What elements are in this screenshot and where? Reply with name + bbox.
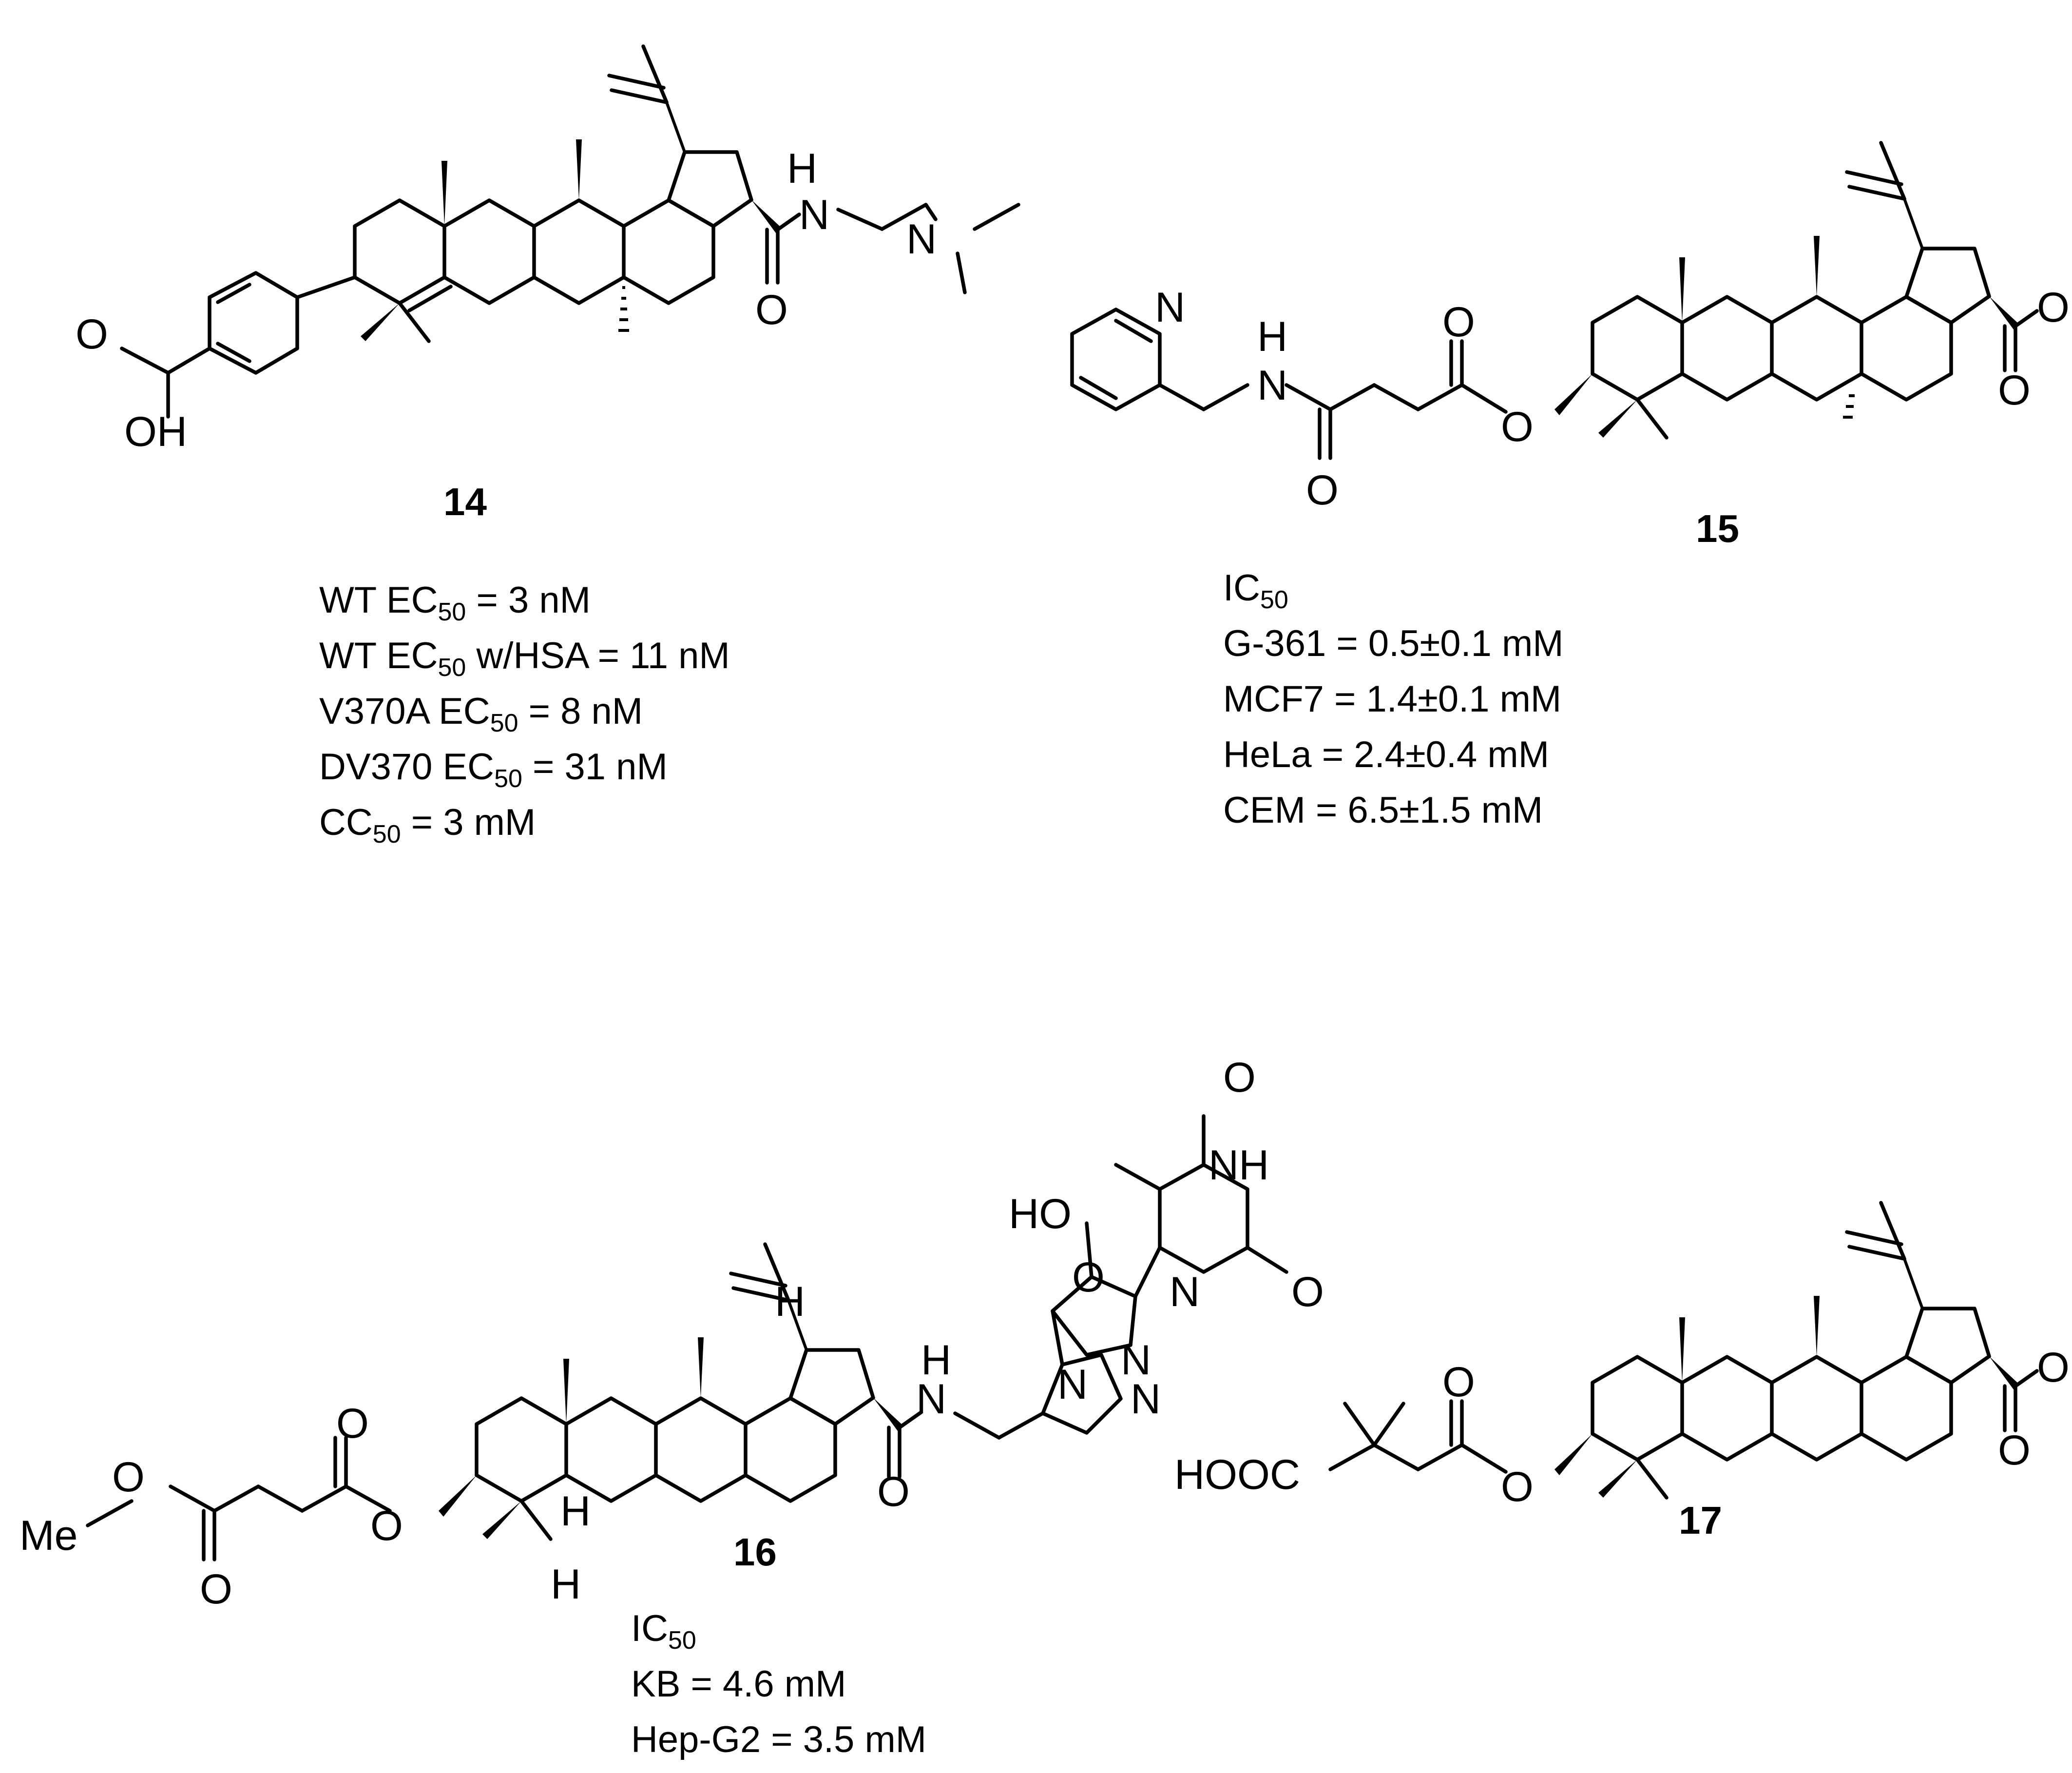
svg-text:O: O (1998, 367, 2031, 414)
svg-text:N: N (1121, 1337, 1151, 1384)
activity-text: w/HSA = 11 nM (466, 635, 730, 676)
activity-line: CEM = 6.5±1.5 mM (1223, 783, 1564, 838)
activity-line: HeLa = 2.4±0.4 mM (1223, 727, 1564, 783)
svg-text:O: O (200, 1566, 232, 1613)
svg-text:H: H (551, 1561, 581, 1608)
svg-text:N: N (1257, 362, 1287, 409)
activity-text: DV370 EC (319, 746, 495, 788)
svg-text:O: O (877, 1468, 910, 1515)
activity-line: Hep-G2 = 3.5 mM (631, 1712, 926, 1768)
activity-line: DV370 EC50 = 31 nM (319, 739, 730, 795)
svg-text:O: O (1442, 1359, 1475, 1406)
activity-text: = 31 nM (522, 746, 668, 788)
svg-text:H: H (1257, 313, 1287, 360)
compound-label-14: 14 (443, 480, 487, 523)
activity-line: WT EC50 = 3 nM (319, 573, 730, 628)
structure-17: OH O O O HOOC (1174, 1201, 2072, 1510)
svg-text:N: N (1155, 284, 1185, 331)
svg-text:N: N (1170, 1269, 1200, 1315)
activity-text: CC (319, 802, 373, 843)
svg-text:O: O (370, 1503, 403, 1549)
activity-text: G-361 = 0.5±0.1 mM (1223, 623, 1564, 664)
activity-text: HeLa = 2.4±0.4 mM (1223, 734, 1550, 775)
svg-text:N: N (1131, 1376, 1161, 1423)
activity-text: MCF7 = 1.4±0.1 mM (1223, 678, 1562, 720)
activity-line: IC50 (631, 1601, 926, 1657)
svg-text:O: O (76, 311, 108, 358)
activity-text: KB = 4.6 mM (631, 1663, 846, 1705)
activity-line: V370A EC50 = 8 nM (319, 684, 730, 739)
activity-subscript: 50 (372, 820, 401, 848)
svg-text:N: N (1057, 1361, 1088, 1408)
activity-text: Hep-G2 = 3.5 mM (631, 1719, 927, 1760)
svg-text:N: N (906, 216, 937, 263)
activity-text: IC (1223, 567, 1260, 609)
structure-16: O NH O N HO O N N N H N O H H H O O Me O… (19, 1054, 1324, 1613)
svg-text:O: O (112, 1454, 145, 1501)
activity-subscript: 50 (494, 765, 522, 793)
activity-line: WT EC50 w/HSA = 11 nM (319, 628, 730, 684)
svg-text:N: N (799, 192, 829, 238)
structure-14: N H N O O OH (76, 44, 1020, 455)
activity-subscript: 50 (668, 1626, 696, 1655)
activity-subscript: 50 (490, 709, 518, 737)
activity-text: V370A EC (319, 691, 490, 732)
svg-text:H: H (560, 1488, 591, 1535)
svg-text:O: O (1501, 404, 1534, 450)
activity-line: KB = 4.6 mM (631, 1657, 926, 1712)
svg-text:OH: OH (2037, 1344, 2072, 1391)
activity-line: IC50 (1223, 560, 1564, 616)
svg-text:O: O (1306, 467, 1339, 514)
svg-text:HOOC: HOOC (1174, 1451, 1300, 1498)
svg-text:OH: OH (2037, 284, 2072, 331)
svg-text:O: O (336, 1400, 369, 1447)
svg-text:H: H (775, 1278, 805, 1325)
structure-15: OH O O O O N H N (1070, 141, 2072, 514)
svg-text:O: O (1442, 299, 1475, 346)
svg-text:OH: OH (124, 408, 187, 455)
activity-subscript: 50 (438, 654, 466, 682)
activity-text: = 3 mM (401, 802, 536, 843)
compound-label-15: 15 (1696, 507, 1739, 550)
activity-text: CEM = 6.5±1.5 mM (1223, 790, 1543, 831)
activity-line: MCF7 = 1.4±0.1 mM (1223, 672, 1564, 727)
compound-label-17: 17 (1679, 1499, 1722, 1542)
svg-text:O: O (755, 287, 788, 333)
activity-line: CC50 = 3 mM (319, 795, 730, 850)
svg-text:HO: HO (1009, 1191, 1072, 1237)
activity-subscript: 50 (1260, 586, 1288, 614)
activity-text: WT EC (319, 579, 438, 621)
svg-text:O: O (1998, 1427, 2031, 1474)
svg-text:O: O (1072, 1254, 1105, 1301)
svg-text:H: H (787, 145, 817, 192)
activity-text: = 3 nM (466, 579, 591, 621)
svg-text:NH: NH (1209, 1142, 1269, 1189)
svg-text:Me: Me (19, 1512, 77, 1559)
svg-text:O: O (1223, 1054, 1256, 1101)
activity-text: IC (631, 1608, 668, 1649)
activity-subscript: 50 (438, 598, 466, 626)
compound-label-16: 16 (733, 1530, 777, 1574)
activity-text: = 8 nM (518, 691, 643, 732)
activity-line: G-361 = 0.5±0.1 mM (1223, 616, 1564, 672)
svg-text:N: N (916, 1376, 946, 1423)
svg-text:O: O (1501, 1464, 1534, 1510)
activity-data-16: IC50 KB = 4.6 mM Hep-G2 = 3.5 mM (631, 1601, 926, 1768)
activity-text: WT EC (319, 635, 438, 676)
svg-text:O: O (1291, 1269, 1324, 1315)
svg-text:H: H (921, 1337, 951, 1384)
